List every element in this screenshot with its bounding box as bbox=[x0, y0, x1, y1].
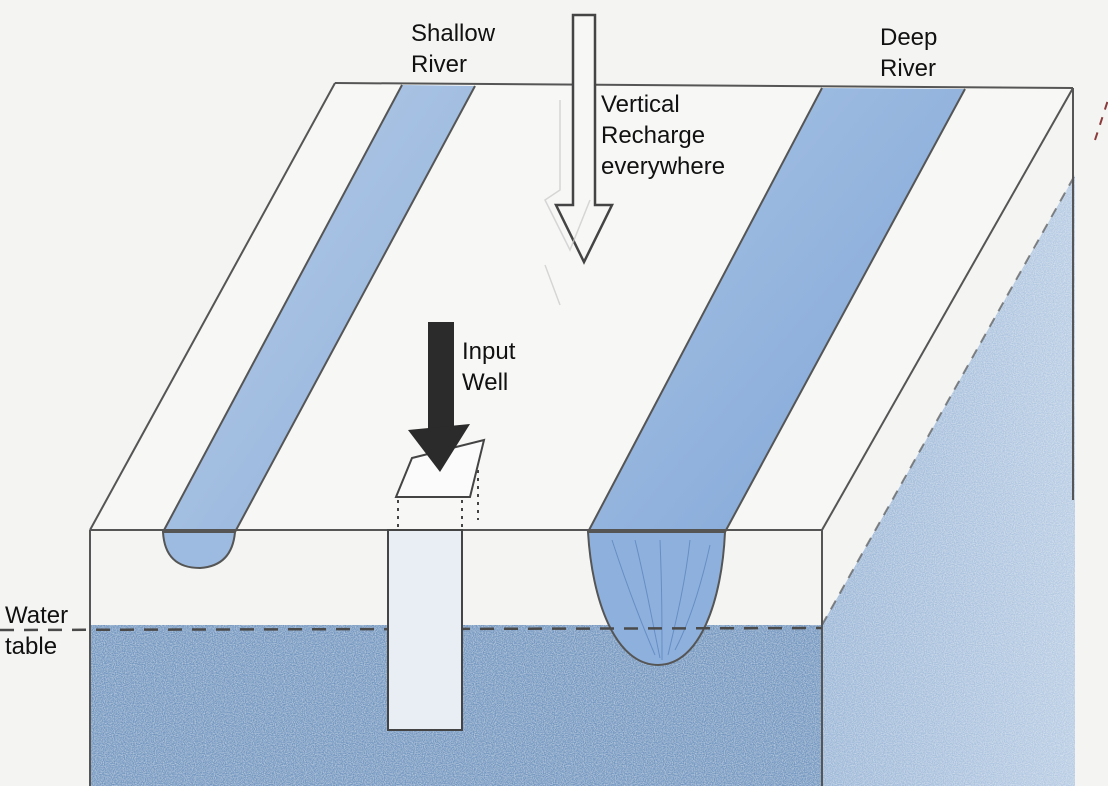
input-well-label: Input Well bbox=[462, 336, 515, 398]
shallow-river-section bbox=[161, 531, 237, 570]
down-arrow-filled-icon bbox=[408, 322, 470, 472]
vertical-recharge-label-line-3: everywhere bbox=[601, 153, 726, 180]
deep-river-label: Deep River bbox=[880, 22, 937, 84]
block-outline bbox=[89, 82, 1074, 786]
shallow-river-label-line-1: Shallow bbox=[411, 20, 496, 47]
vertical-recharge-label: Vertical Recharge everywhere bbox=[601, 89, 725, 182]
water-table-label-line-1: Water bbox=[5, 602, 69, 629]
deep-river-section bbox=[586, 531, 727, 667]
input-well-label-line-1: Input bbox=[462, 338, 516, 365]
water-table-label: Water table bbox=[5, 600, 68, 662]
shallow-river-label-line-2: River bbox=[411, 51, 468, 78]
input-well-label-line-2: Well bbox=[462, 369, 509, 396]
down-arrow-outline-icon bbox=[553, 13, 615, 265]
vertical-recharge-label-line-2: Recharge bbox=[601, 122, 706, 149]
deep-river-label-line-2: River bbox=[880, 55, 937, 82]
deep-river-channel bbox=[588, 88, 965, 532]
water-table-label-line-2: table bbox=[5, 633, 58, 660]
shallow-river-channel bbox=[163, 85, 475, 532]
shallow-river-label: Shallow River bbox=[411, 18, 495, 80]
vertical-recharge-label-line-1: Vertical bbox=[601, 91, 680, 118]
deep-river-label-line-1: Deep bbox=[880, 24, 938, 51]
